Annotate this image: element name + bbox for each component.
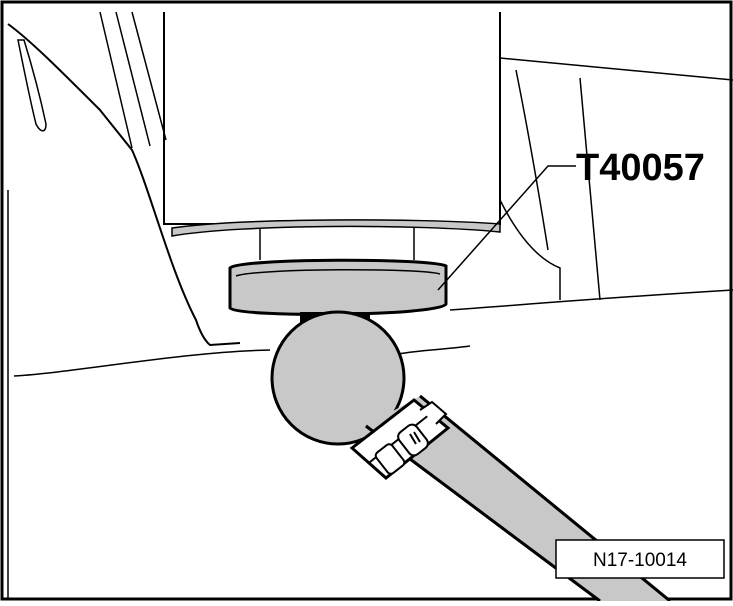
lower-sweep-line	[13, 345, 471, 377]
housing-ribs	[99, 11, 167, 149]
hose-clamp	[349, 398, 451, 480]
ball-joint	[270, 310, 406, 446]
tool-puck-top-rim	[235, 268, 441, 277]
housing-left-contour	[7, 23, 241, 347]
right-body-floor-line	[449, 289, 733, 311]
central-body-base-ring	[171, 219, 501, 237]
callout-leader-line	[437, 165, 576, 291]
callout-label: T40057	[576, 147, 705, 189]
figure-id: N17-10014	[593, 550, 687, 571]
right-body-top-edge	[499, 57, 733, 81]
tool-puck-t40057	[228, 258, 448, 316]
support-neck	[259, 228, 415, 260]
figure-id-box	[555, 539, 725, 579]
right-body-ribs	[515, 69, 601, 301]
housing-fin-1	[17, 39, 47, 132]
